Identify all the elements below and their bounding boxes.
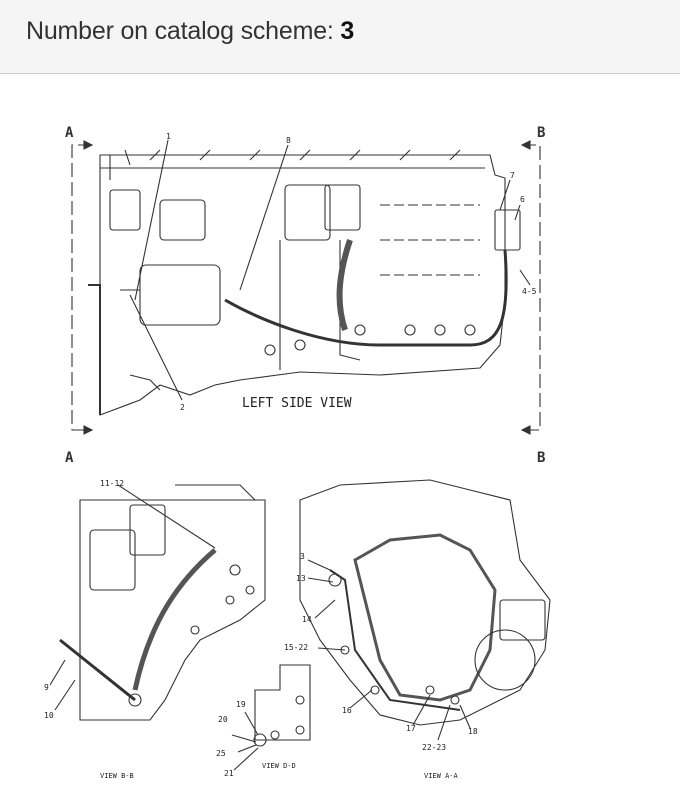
callout-number: 7 xyxy=(510,171,515,180)
parts-diagram: A B A B LEFT SIDE VIEW VIEW B-B VIEW D-D… xyxy=(0,75,680,800)
view-b-b-drawing xyxy=(49,484,266,721)
callout-number: 1 xyxy=(166,132,171,141)
callout-number: 13 xyxy=(296,574,306,583)
catalog-scheme-number: Number on catalog scheme: 3 xyxy=(26,17,354,46)
section-label: B xyxy=(537,125,545,141)
view-title: VIEW A-A xyxy=(424,772,459,780)
arrow-b-bottom xyxy=(520,425,531,435)
callout-number: 19 xyxy=(236,700,246,709)
section-label: A xyxy=(65,450,74,466)
page-header: Number on catalog scheme: 3 xyxy=(0,0,680,74)
section-label: A xyxy=(65,125,74,141)
callout-number: 15-22 xyxy=(284,643,308,652)
callout-number: 18 xyxy=(468,727,478,736)
callout-number: 20 xyxy=(218,715,228,724)
callout-number: 17 xyxy=(406,724,416,733)
callout-number: 4-5 xyxy=(522,287,537,296)
engine-schematic: A B A B LEFT SIDE VIEW VIEW B-B VIEW D-D… xyxy=(44,125,551,780)
callout-number: 6 xyxy=(520,195,525,204)
callout-number: 10 xyxy=(44,711,54,720)
view-title: VIEW B-B xyxy=(100,772,134,780)
callout-number: 16 xyxy=(342,706,352,715)
view-a-a-drawing xyxy=(299,479,551,741)
section-line-a xyxy=(71,144,92,431)
callout-number: 2 xyxy=(180,403,185,412)
arrow-b-top xyxy=(520,140,531,150)
view-d-d-drawing xyxy=(231,664,311,771)
view-title: VIEW D-D xyxy=(262,762,296,770)
callout-number: 8 xyxy=(286,136,291,145)
arrow-a-top xyxy=(83,140,94,150)
callout-number: 9 xyxy=(44,683,49,692)
scheme-number-value: 3 xyxy=(340,17,355,45)
arrow-a-bottom xyxy=(83,425,94,435)
scheme-label: Number on catalog scheme: xyxy=(26,17,341,45)
callout-number: 22-23 xyxy=(422,743,446,752)
callout-number: 3 xyxy=(300,552,305,561)
callout-number: 14 xyxy=(302,615,312,624)
callout-number: 25 xyxy=(216,749,226,758)
section-line-b xyxy=(522,144,541,431)
view-title: LEFT SIDE VIEW xyxy=(242,396,352,411)
left-side-view-drawing xyxy=(88,149,521,416)
callout-number: 21 xyxy=(224,769,234,778)
callout-number: 11-12 xyxy=(100,479,124,488)
section-label: B xyxy=(537,450,545,466)
